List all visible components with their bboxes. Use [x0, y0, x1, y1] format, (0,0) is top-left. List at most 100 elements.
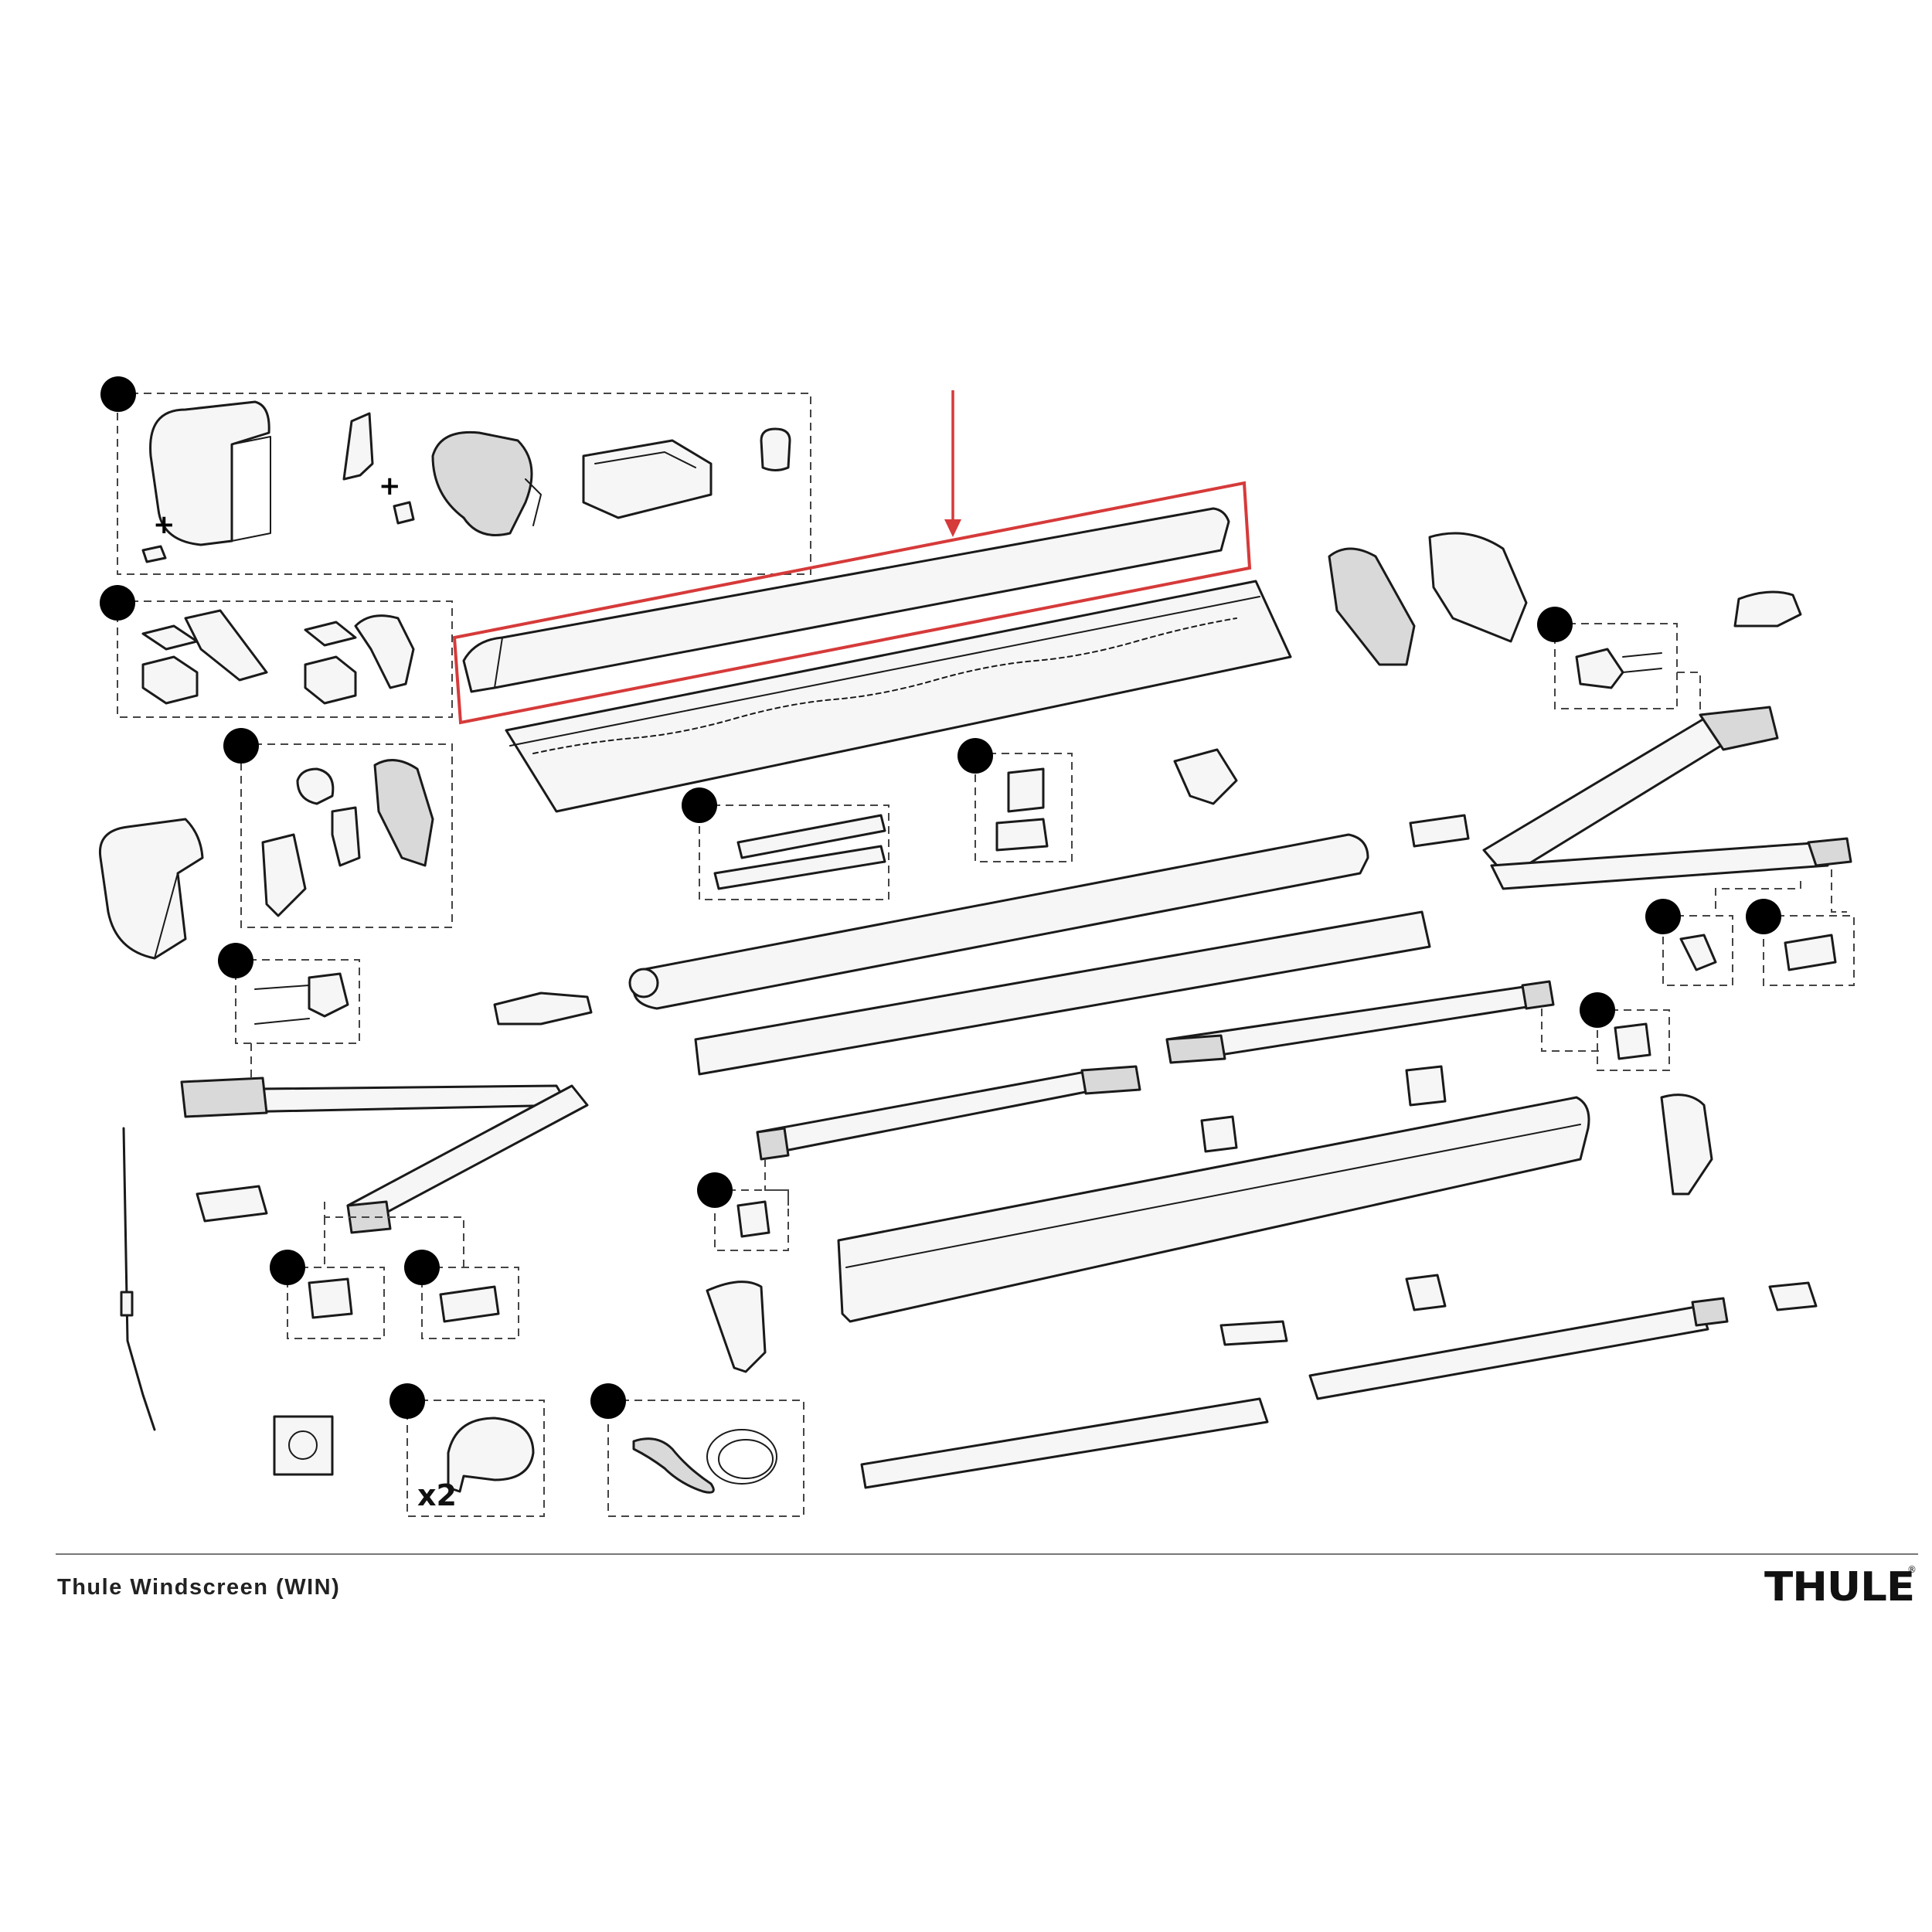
- awning-sheet-part: [694, 910, 1431, 1076]
- hinge-part: [308, 972, 349, 1018]
- top-cover-profile-part: [462, 507, 1230, 693]
- plus-sign: +: [153, 509, 175, 540]
- end-cap-side: [231, 436, 271, 542]
- arm-clip-box: [1763, 915, 1855, 986]
- group-arm-clip-left-1: [270, 1250, 385, 1339]
- rail-joint-part: [1165, 1034, 1226, 1064]
- right-end-cap-part: [1660, 1094, 1713, 1196]
- group-rail-end-right: [1580, 992, 1670, 1071]
- small-bracket-part: [1405, 1274, 1447, 1311]
- rail-leader: [1541, 1009, 1604, 1052]
- foam-block-part: [304, 655, 357, 705]
- motor-wire: [525, 478, 542, 526]
- footer-divider: [56, 1553, 1918, 1555]
- strap-part: [632, 1437, 715, 1494]
- group-mounting-blocks: [100, 585, 453, 718]
- roller-tube-part: [632, 833, 1369, 1010]
- callout-dot: [1645, 899, 1681, 934]
- callout-dot: [100, 376, 136, 412]
- connector-part: [1409, 814, 1470, 848]
- quantity-label: x2: [417, 1478, 457, 1512]
- right-spring-housing-part: [1328, 547, 1416, 666]
- callout-dot: [590, 1383, 626, 1419]
- gear-housing-part: [373, 759, 434, 867]
- lower-arm-end-part: [1691, 1297, 1729, 1327]
- top-cover-edge: [494, 637, 503, 689]
- group-arm-clip-right-1: [1645, 899, 1733, 986]
- crank-handle-part: [122, 1127, 156, 1431]
- group-strap-cord: [590, 1383, 804, 1517]
- callout-dot: [697, 1172, 733, 1208]
- document-title: Thule Windscreen (WIN): [57, 1575, 341, 1600]
- group-motor-kit: + +: [100, 376, 811, 575]
- rail-end-clip-part: [736, 1200, 770, 1238]
- arm-clip-part: [439, 1285, 500, 1323]
- callout-dot: [389, 1383, 425, 1419]
- right-arm-leader: [1715, 881, 1801, 912]
- cord-coil-part: [718, 1439, 774, 1479]
- rail-end-box: [714, 1189, 789, 1251]
- foam-block-part: [141, 655, 199, 705]
- hinge-pins: [1622, 652, 1662, 673]
- callout-dot: [1746, 899, 1781, 934]
- callout-dot: [682, 787, 717, 823]
- callout-dot: [223, 728, 259, 764]
- control-box-part: [582, 439, 713, 519]
- rail-clips-box: [699, 804, 889, 900]
- rail-end-part: [756, 1127, 790, 1161]
- right-hinge-box: [1554, 623, 1678, 709]
- shaft-part: [331, 806, 361, 867]
- rail-clip-strip-part: [736, 814, 886, 859]
- roller-tube-end: [628, 968, 659, 998]
- center-bracket-part: [1405, 1065, 1447, 1107]
- left-end-cap-edge: [154, 872, 179, 959]
- wall-plate-detail: [288, 1430, 318, 1460]
- strap-cord-box: [607, 1400, 804, 1517]
- rail-end-clip-part: [1614, 1022, 1651, 1060]
- callout-dot: [270, 1250, 305, 1285]
- rail-end-part: [1521, 980, 1555, 1010]
- group-left-hinge: [218, 943, 360, 1044]
- arm-clip-box: [421, 1267, 519, 1339]
- front-profile-edge: [509, 596, 1260, 747]
- seal-tape-box: [406, 1400, 545, 1517]
- group-motor-housing: [223, 728, 453, 928]
- motor-housing-box: [240, 743, 453, 928]
- small-clip-part: [1768, 1281, 1818, 1311]
- control-box-edge: [594, 451, 696, 468]
- mounting-bracket-part: [184, 609, 268, 682]
- right-arm-leader: [1831, 869, 1847, 913]
- group-arm-clip-left-2: [404, 1250, 519, 1339]
- lead-rail-left-part: [756, 1069, 1099, 1157]
- bracket-clip-part: [342, 412, 374, 481]
- arm-clip-part: [1784, 934, 1837, 971]
- arm-clip-box: [1662, 915, 1733, 986]
- arm-clip-part: [1679, 934, 1717, 971]
- front-profile-texture: [532, 617, 1237, 754]
- right-leader-line: [1677, 672, 1701, 715]
- left-arm-assembly: [180, 1077, 589, 1234]
- mounting-blocks-box: [117, 600, 453, 718]
- callout-dot: [1537, 607, 1573, 642]
- front-profile-part: [505, 580, 1292, 813]
- left-lower-end-cap-part: [706, 1281, 767, 1373]
- wall-plate-part: [273, 1415, 334, 1476]
- group-seal-tape: x2: [389, 1383, 545, 1517]
- right-lower-arm-part: [1490, 841, 1829, 890]
- lower-arm-left-part: [860, 1397, 1269, 1489]
- callout-dot: [957, 738, 993, 774]
- foam-block-part: [304, 621, 357, 647]
- foam-block-part: [141, 624, 199, 651]
- end-fitting-part: [493, 992, 593, 1026]
- wall-bracket-part: [1173, 748, 1238, 805]
- center-bracket-part: [1200, 1115, 1238, 1153]
- rail-leader: [764, 1159, 789, 1206]
- rail-clip-strip-part: [713, 845, 886, 890]
- mounting-bracket-part: [354, 614, 415, 689]
- left-end-cap-part: [98, 818, 204, 960]
- right-arm-joint-part: [1699, 706, 1779, 751]
- brand-registered-mark: ®: [1907, 1564, 1917, 1575]
- small-clip-part: [141, 545, 167, 563]
- lower-arm-right-part: [1308, 1304, 1709, 1400]
- highlight-frame: [452, 481, 1252, 725]
